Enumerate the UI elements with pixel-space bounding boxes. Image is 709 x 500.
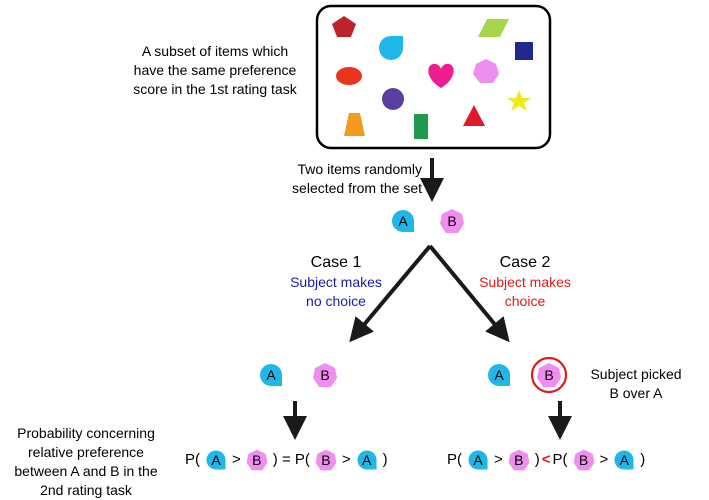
probability-caption-line: between A and B in the [14, 463, 158, 479]
parallelogram-shape [478, 19, 509, 37]
formula-close: ) [534, 451, 540, 468]
case2-subtitle-line: Subject makes [479, 274, 571, 290]
star-shape [507, 90, 531, 111]
item-a-label: A [361, 452, 372, 468]
set-caption-line: have the same preference [133, 62, 297, 78]
selection-caption-line: selected from the set [292, 180, 422, 196]
trapezoid-shape [344, 113, 365, 136]
picked-caption: Subject picked B over A [566, 365, 706, 403]
formula-lt: < [541, 451, 551, 468]
picked-ring [530, 356, 568, 394]
item-a-label: A [398, 213, 408, 229]
heart-shape [428, 63, 454, 88]
case2-title: Case 2 [499, 254, 551, 271]
formula-p-open: P( [447, 451, 462, 468]
formula-item-a: A [465, 447, 491, 473]
case2-item-b: B [534, 360, 564, 390]
item-b-label: B [320, 367, 330, 383]
set-caption-line: A subset of items which [141, 43, 289, 59]
picked-caption-line: Subject picked [590, 366, 682, 382]
set-caption: A subset of items which have the same pr… [120, 42, 310, 99]
formula-item-b: B [571, 447, 597, 473]
case2-subtitle-line: choice [504, 293, 546, 309]
formula-item-a: A [354, 447, 380, 473]
rectangle-shape [414, 114, 428, 139]
probability-caption-line: 2nd rating task [40, 482, 132, 498]
case2-arrow [428, 244, 510, 343]
heptagon-shape [473, 59, 499, 83]
item-a-label: A [473, 452, 483, 468]
case2-formula: P( A > B ) < P( B > A ) [447, 447, 645, 473]
item-a-label: A [211, 452, 221, 468]
item-b-label: B [514, 452, 524, 468]
item-a-label: A [619, 452, 629, 468]
formula-p-open: P( [552, 451, 568, 468]
formula-p-open: P( [185, 451, 200, 468]
formula-p-open: P( [294, 451, 310, 468]
formula-item-b: B [506, 447, 532, 473]
picked-caption-line: B over A [609, 385, 663, 401]
formula-close: ) [382, 451, 388, 468]
probability-caption-line: relative preference [28, 444, 144, 460]
case2-label: Case 2 Subject makes choice [465, 253, 585, 311]
case1-title: Case 1 [310, 254, 362, 271]
item-b-label: B [252, 452, 262, 468]
formula-close: ) [640, 451, 646, 468]
case1-subtitle-line: Subject makes [290, 274, 382, 290]
selection-caption-line: Two items randomly [297, 161, 422, 177]
teardrop-shape [379, 36, 403, 60]
formula-item-b: B [313, 447, 339, 473]
item-a-label: A [266, 367, 276, 383]
case1-item-b: B [310, 360, 340, 390]
set-caption-line: score in the 1st rating task [133, 81, 297, 97]
case2-item-a: A [484, 360, 514, 390]
case1-label: Case 1 Subject makes no choice [276, 253, 396, 311]
item-b-label: B [578, 452, 589, 468]
formula-gt: > [341, 451, 351, 468]
item-b-label: B [321, 452, 331, 468]
square-shape [515, 42, 533, 60]
formula-item-a: A [611, 447, 637, 473]
formula-item-a: A [203, 447, 229, 473]
selected-item-a: A [388, 206, 418, 236]
triangle-shape [463, 105, 485, 126]
case1-subtitle-line: no choice [306, 293, 366, 309]
selected-item-b: B [437, 206, 467, 236]
probability-caption-line: Probability concerning [17, 425, 155, 441]
item-b-label: B [447, 213, 457, 229]
formula-close: ) [272, 451, 278, 468]
probability-caption: Probability concerning relative preferen… [0, 424, 172, 500]
item-b-label: B [544, 367, 554, 383]
formula-item-b: B [244, 447, 270, 473]
case1-formula: P( A > B ) = P( B > A ) [185, 447, 388, 473]
pentagon-shape [332, 16, 356, 37]
case1-item-a: A [256, 360, 286, 390]
circle-shape [382, 88, 404, 110]
ellipse-shape [336, 67, 362, 85]
formula-gt: > [232, 451, 241, 468]
formula-gt: > [494, 451, 503, 468]
formula-gt: > [599, 451, 609, 468]
case1-arrow [349, 244, 432, 343]
item-a-label: A [494, 367, 504, 383]
formula-eq: = [281, 451, 291, 468]
selection-caption: Two items randomly selected from the set [262, 160, 422, 198]
